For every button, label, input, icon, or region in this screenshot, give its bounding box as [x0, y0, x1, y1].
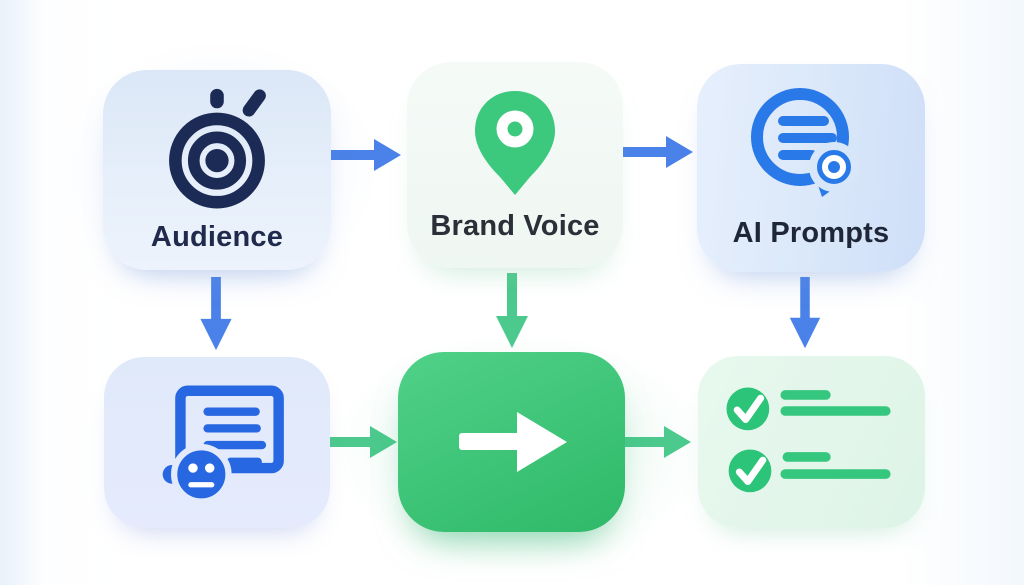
node-audience: Audience [103, 70, 331, 270]
arrow-document-to-generate [327, 426, 397, 458]
arrow-brand-voice-to-ai-prompts [623, 136, 693, 168]
arrow-audience-down [200, 276, 232, 351]
audience-label: Audience [150, 220, 284, 253]
node-generate [398, 352, 625, 532]
node-ai-brief-document [104, 357, 330, 528]
target-stopwatch-icon [169, 88, 266, 209]
chat-lines-search-icon [751, 87, 859, 197]
node-brand-voice: Brand Voice [407, 62, 623, 268]
arrow-ai-prompts-down [789, 276, 821, 349]
location-pin-icon [475, 90, 555, 195]
node-output-checklist [698, 356, 925, 528]
node-ai-prompts: AI Prompts [697, 64, 925, 272]
document-robot-icon [162, 385, 284, 502]
checklist-icon [725, 387, 891, 493]
forward-arrow-icon [458, 412, 567, 472]
arrow-generate-to-checklist [621, 426, 691, 458]
arrow-audience-to-brand-voice [331, 139, 401, 171]
arrow-brand-voice-down [496, 273, 528, 348]
ai-prompts-label: AI Prompts [732, 216, 890, 249]
brand-voice-label: Brand Voice [430, 209, 600, 242]
